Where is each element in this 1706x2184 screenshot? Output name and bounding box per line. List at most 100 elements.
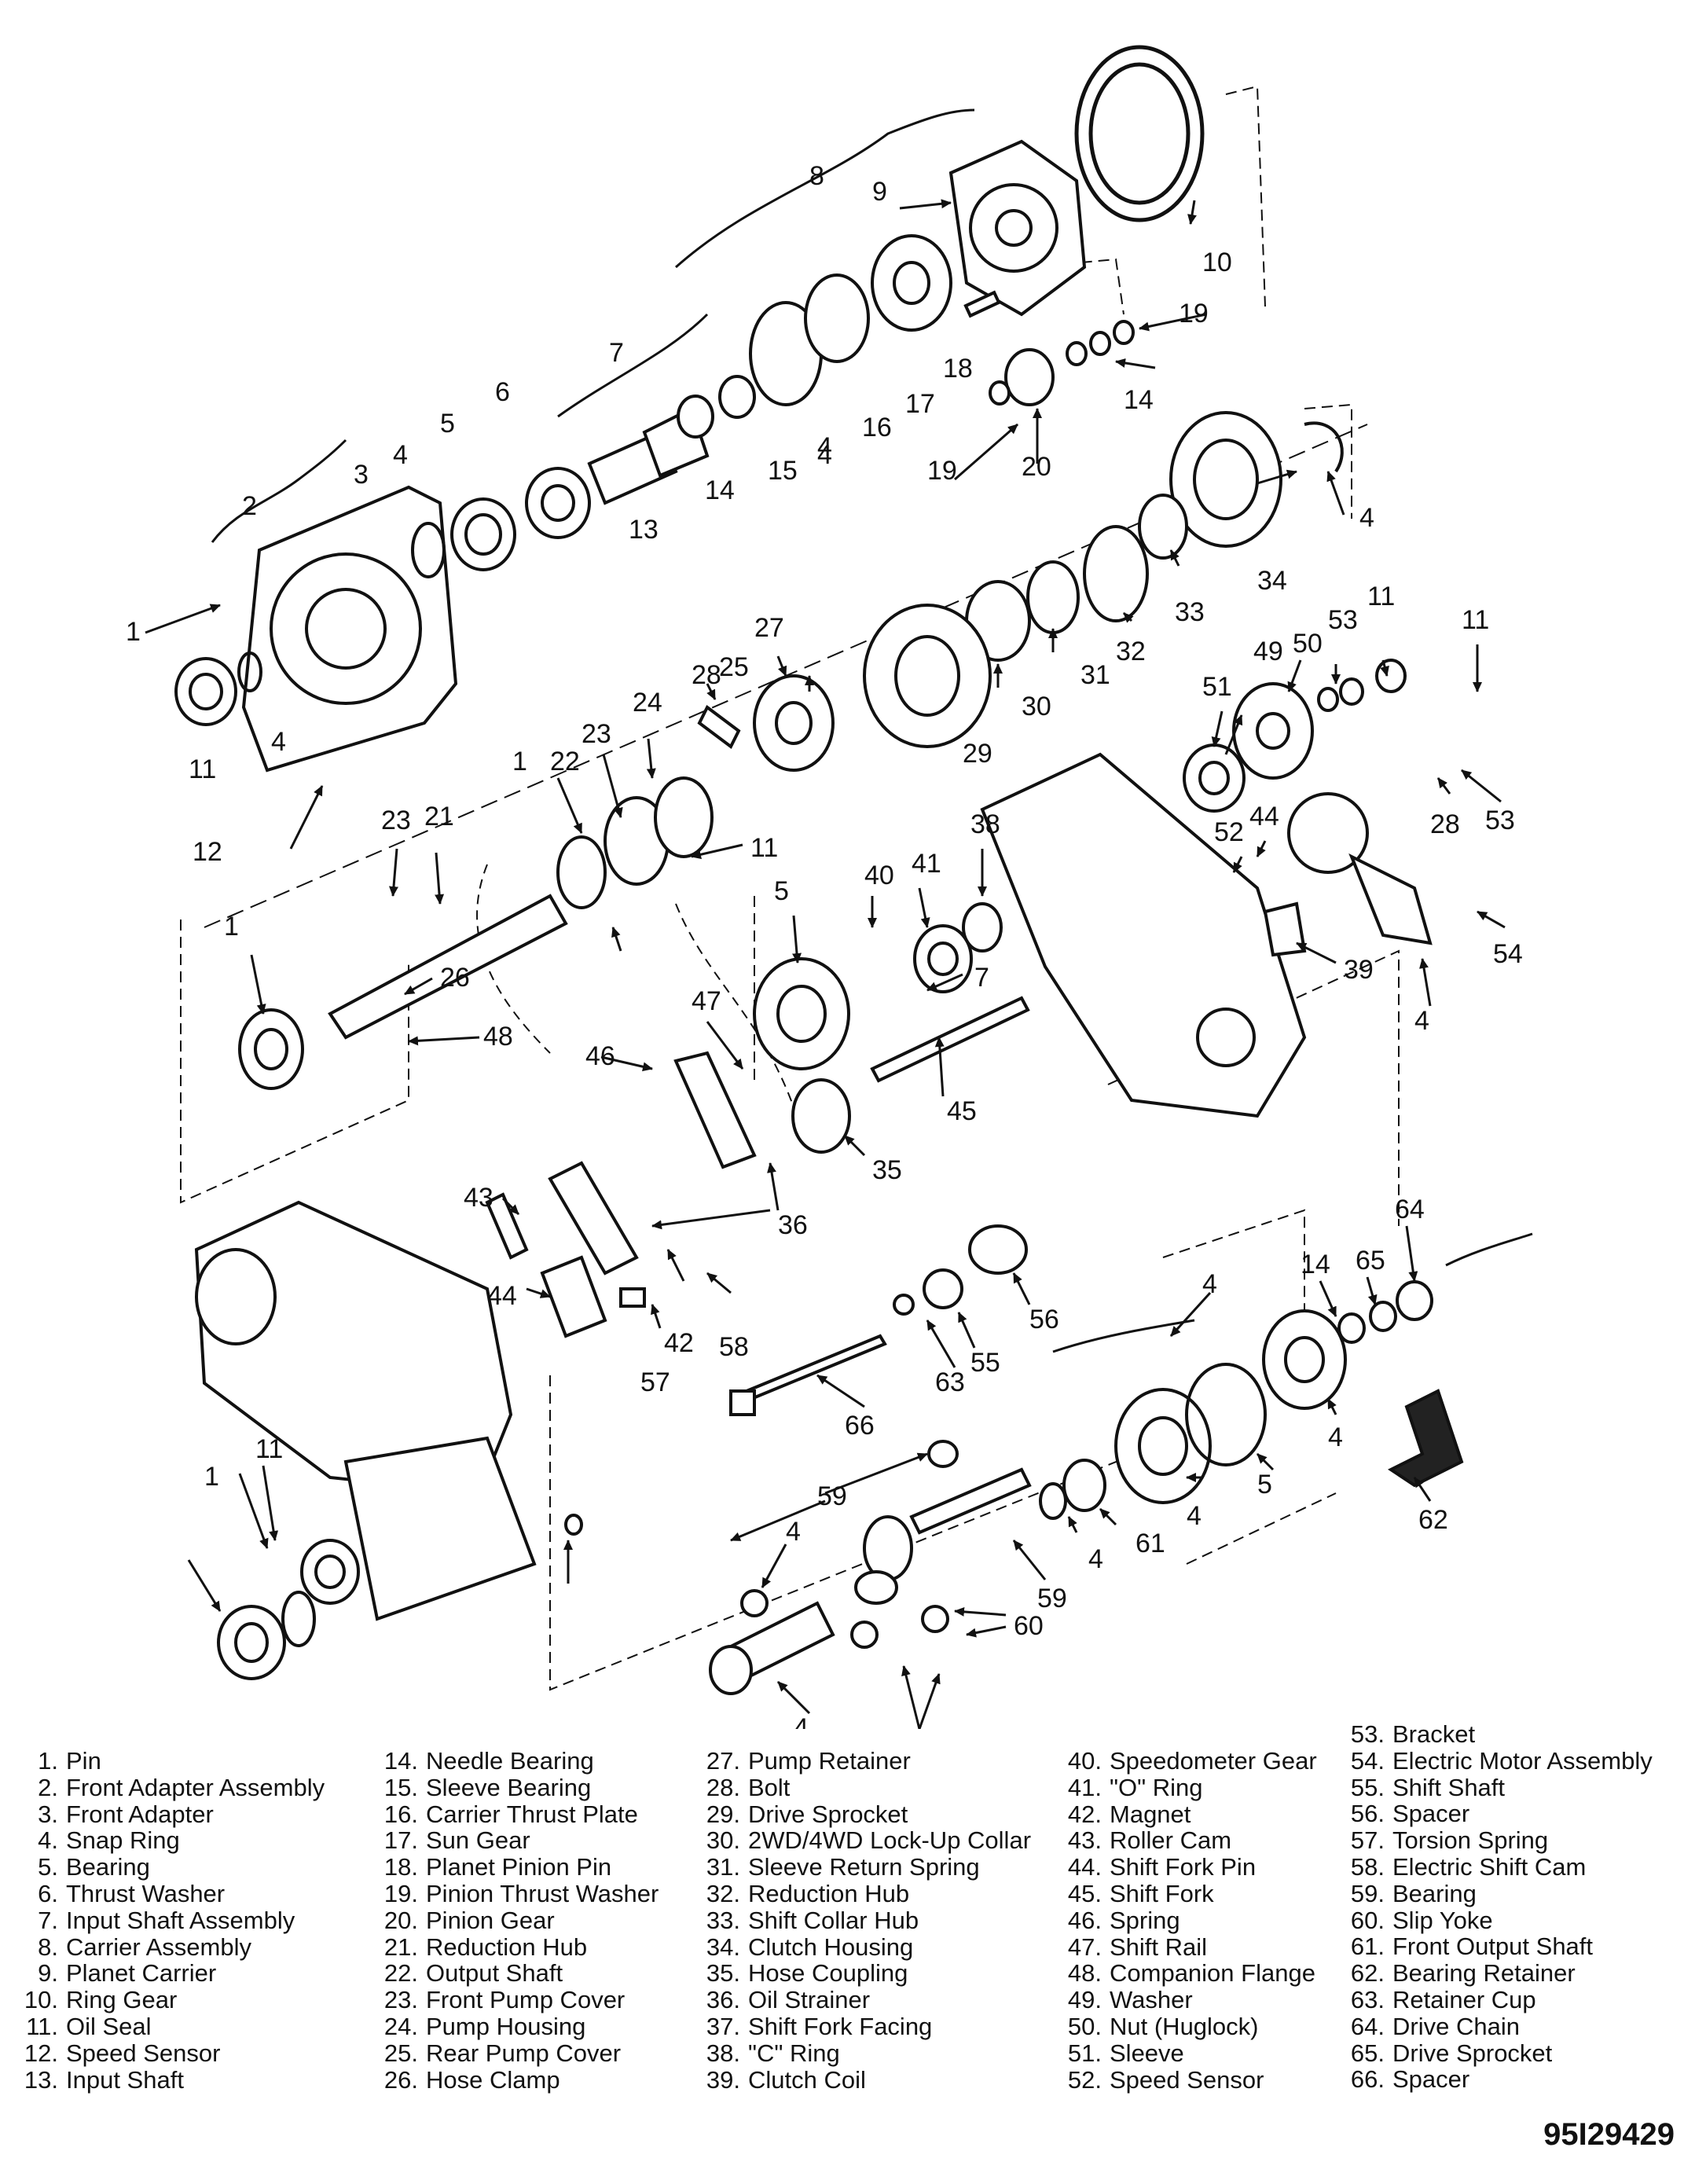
legend-item-label: Thrust Washer xyxy=(66,1879,226,1907)
legend-item-number: 20. xyxy=(383,1906,418,1934)
callout-label: 44 xyxy=(487,1281,517,1311)
callout-label: 34 xyxy=(1257,566,1287,596)
legend-item: 27. Pump Retainer xyxy=(692,1748,1031,1775)
legend-item-number: 43. xyxy=(1067,1826,1102,1855)
drive-chain-64 xyxy=(1388,1389,1464,1488)
legend-item-label: Speed Sensor xyxy=(1110,2065,1264,2094)
callout-label: 12 xyxy=(193,837,222,867)
bearing-5b xyxy=(913,924,973,993)
legend-item-label: Pump Retainer xyxy=(748,1747,911,1775)
legend-item-number: 27. xyxy=(706,1747,740,1775)
legend-item-number: 40. xyxy=(1067,1747,1102,1775)
legend-item-number: 35. xyxy=(706,1959,740,1988)
legend-item-number: 52. xyxy=(1067,2065,1102,2094)
legend-item-label: Shift Fork xyxy=(1110,1879,1214,1907)
legend-item: 8.Carrier Assembly xyxy=(9,1933,325,1961)
callout-label: 7 xyxy=(609,338,624,368)
shift-shaft-55 xyxy=(729,1334,887,1416)
callout-label: 43 xyxy=(464,1183,493,1213)
legend-item-number: 26. xyxy=(383,2065,418,2094)
legend-item: 18.Planet Pinion Pin xyxy=(369,1854,659,1881)
callout-label: 28 xyxy=(1430,809,1460,839)
legend-item-label: Shift Rail xyxy=(1110,1933,1208,1961)
legend-item-label: "O" Ring xyxy=(1110,1773,1203,1801)
legend-item-label: Speed Sensor xyxy=(66,2039,221,2067)
carrier-thrust-plate-16 xyxy=(804,273,870,363)
legend-item-number: 17. xyxy=(383,1826,418,1855)
legend-item: 14.Needle Bearing xyxy=(369,1748,659,1775)
legend-item-number: 63. xyxy=(1350,1985,1385,2013)
oil-strainer-36 xyxy=(540,1255,607,1338)
legend-item-number: 60. xyxy=(1350,1906,1385,1934)
figure-code: 95I29429 xyxy=(1543,2117,1675,2152)
legend-item-label: Output Shaft xyxy=(426,1959,563,1988)
legend-item: 26.Hose Clamp xyxy=(369,2065,659,2094)
hub-parts-30-33 xyxy=(863,494,1188,748)
callout-label: 32 xyxy=(1116,637,1146,666)
legend-item: 34.Clutch Housing xyxy=(692,1933,1031,1961)
callout-label: 64 xyxy=(1395,1195,1425,1224)
legend-item-label: Bolt xyxy=(748,1773,791,1801)
callout-label: 54 xyxy=(1493,939,1523,969)
callout-label: 4 xyxy=(786,1517,801,1547)
legend-item-number: 42. xyxy=(1067,1800,1102,1828)
callout-label: 4 xyxy=(817,440,832,470)
legend-item-number: 45. xyxy=(1067,1879,1102,1907)
small-bearings-14-15 xyxy=(677,375,756,439)
legend-item-number: 14. xyxy=(383,1747,418,1775)
legend-item-number: 33. xyxy=(706,1906,740,1934)
legend-item-label: Speedometer Gear xyxy=(1110,1747,1317,1775)
legend-item: 15.Sleeve Bearing xyxy=(369,1773,659,1801)
oil-seal-11b xyxy=(1183,743,1246,813)
callout-label: 19 xyxy=(1179,299,1209,329)
legend-item: 63.Retainer Cup xyxy=(1336,1987,1653,2013)
callout-label: 13 xyxy=(629,515,659,545)
legend-item: 3.Front Adapter xyxy=(9,1800,325,1828)
legend-item-label: 2WD/4WD Lock-Up Collar xyxy=(748,1826,1032,1855)
callout-label: 63 xyxy=(935,1367,965,1397)
legend-item-number: 39. xyxy=(706,2065,740,2094)
callout-label: 33 xyxy=(1175,597,1205,627)
callout-label: 38 xyxy=(970,809,1000,839)
leader-arrows xyxy=(145,199,1506,1729)
legend-item: 59.Bearing xyxy=(1336,1880,1653,1907)
legend-item: 1.Pin xyxy=(9,1748,325,1775)
pump-parts xyxy=(556,704,741,909)
legend-item-number: 11. xyxy=(26,2012,58,2040)
callout-label: 15 xyxy=(768,456,798,486)
legend-item: 6.Thrust Washer xyxy=(9,1881,325,1907)
legend-item-label: Electric Motor Assembly xyxy=(1392,1746,1653,1775)
legend-item-label: Input Shaft xyxy=(66,2065,184,2094)
callout-label: 4 xyxy=(1202,1269,1217,1299)
legend-item-label: Roller Cam xyxy=(1110,1826,1232,1855)
legend-item-label: Front Adapter Assembly xyxy=(66,1773,325,1801)
clutch-coil-39 xyxy=(753,957,850,1070)
legend-item-number: 25. xyxy=(383,2039,418,2067)
callout-label: 10 xyxy=(1202,248,1232,277)
callout-label: 40 xyxy=(864,861,894,890)
rear-seal-bearing xyxy=(217,1514,583,1680)
callout-labels: 1 2 3 4 5 6 7 8 9 10 11 4 12 13 14 15 4 … xyxy=(126,161,1523,1729)
legend-item-number: 15. xyxy=(383,1773,418,1801)
legend-item-label: Oil Strainer xyxy=(748,1986,871,2014)
callout-label: 1 xyxy=(126,617,141,647)
callout-label: 16 xyxy=(862,413,892,442)
callout-label: 6 xyxy=(495,377,510,407)
callout-label: 20 xyxy=(1022,452,1051,482)
callout-label: 48 xyxy=(483,1022,513,1052)
legend-item: 42.Magnet xyxy=(1053,1800,1317,1828)
callout-label: 62 xyxy=(1418,1505,1448,1535)
legend-item-number: 65. xyxy=(1350,2039,1385,2067)
legend-item-number: 56. xyxy=(1350,1800,1385,1828)
callout-label: 36 xyxy=(778,1210,808,1240)
legend-item: 56.Spacer xyxy=(1336,1800,1653,1827)
legend-item-number: 29. xyxy=(706,1800,740,1828)
legend-item-label: Shift Fork Facing xyxy=(748,2012,933,2040)
legend-item: 45. Shift Fork xyxy=(1053,1881,1317,1907)
legend-item: 4.Snap Ring xyxy=(9,1827,325,1854)
legend-item: 25.Rear Pump Cover xyxy=(369,2039,659,2067)
bracket-53 xyxy=(1263,901,1307,957)
callout-label: 52 xyxy=(1214,817,1244,847)
legend-item-label: Planet Pinion Pin xyxy=(426,1853,612,1881)
